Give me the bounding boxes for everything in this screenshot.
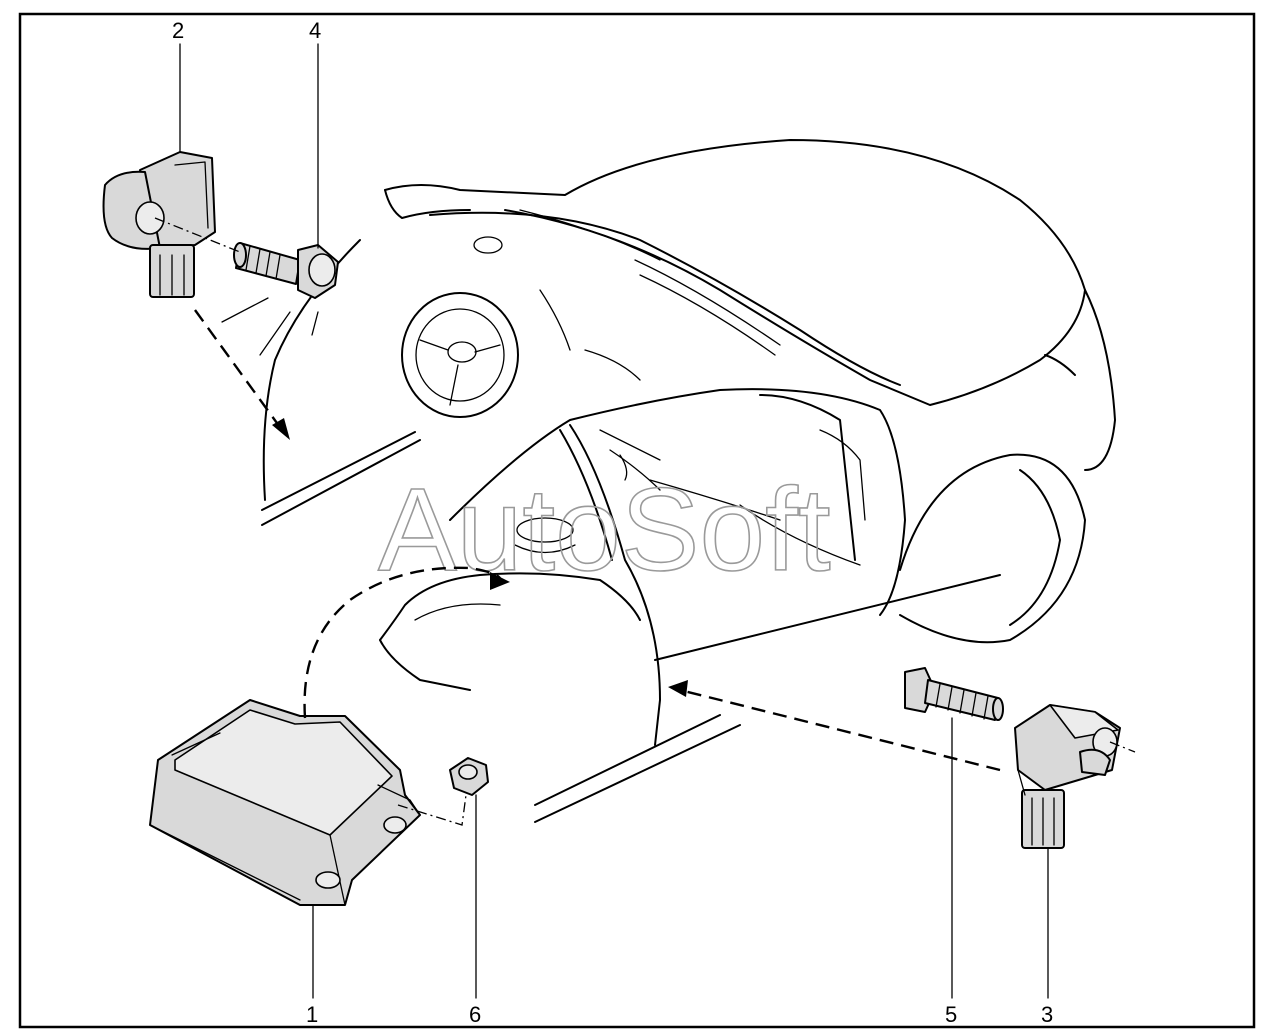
callout-3: 3 — [1041, 1002, 1053, 1027]
side-sensor-part — [1014, 704, 1121, 849]
front-bolt-part — [233, 242, 339, 299]
callout-2: 2 — [172, 18, 184, 43]
installation-arrows — [194, 309, 1001, 772]
callout-4: 4 — [309, 18, 321, 43]
callout-5: 5 — [945, 1002, 957, 1027]
callout-1: 1 — [306, 1002, 318, 1027]
watermark-text: AutoSoft — [378, 464, 831, 596]
module-nut-part — [449, 757, 489, 796]
side-bolt-part — [904, 667, 1004, 721]
module-nut-axis — [397, 794, 467, 826]
diagram-border — [18, 12, 1256, 1029]
front-sensor-part — [102, 151, 216, 298]
callout-6: 6 — [469, 1002, 481, 1027]
control-module-part — [149, 699, 421, 906]
front-sensor-axis — [154, 217, 241, 253]
leader-lines — [179, 43, 1049, 999]
side-sensor-axis — [1109, 741, 1136, 753]
